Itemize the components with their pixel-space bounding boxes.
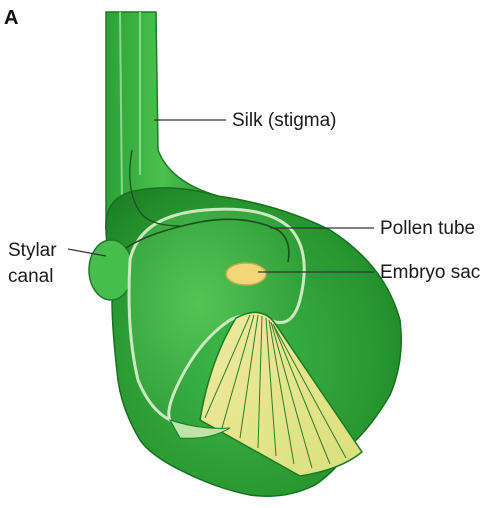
panel-letter: A bbox=[4, 7, 18, 29]
embryo-sac bbox=[226, 263, 266, 285]
label-embryo-sac: Embryo sac bbox=[380, 262, 480, 283]
label-silk-stigma: Silk (stigma) bbox=[232, 110, 337, 131]
label-pollen-tube: Pollen tube bbox=[380, 218, 475, 239]
stylar-canal-bulge bbox=[89, 240, 133, 300]
label-canal: canal bbox=[8, 266, 53, 287]
label-stylar: Stylar bbox=[8, 240, 57, 261]
